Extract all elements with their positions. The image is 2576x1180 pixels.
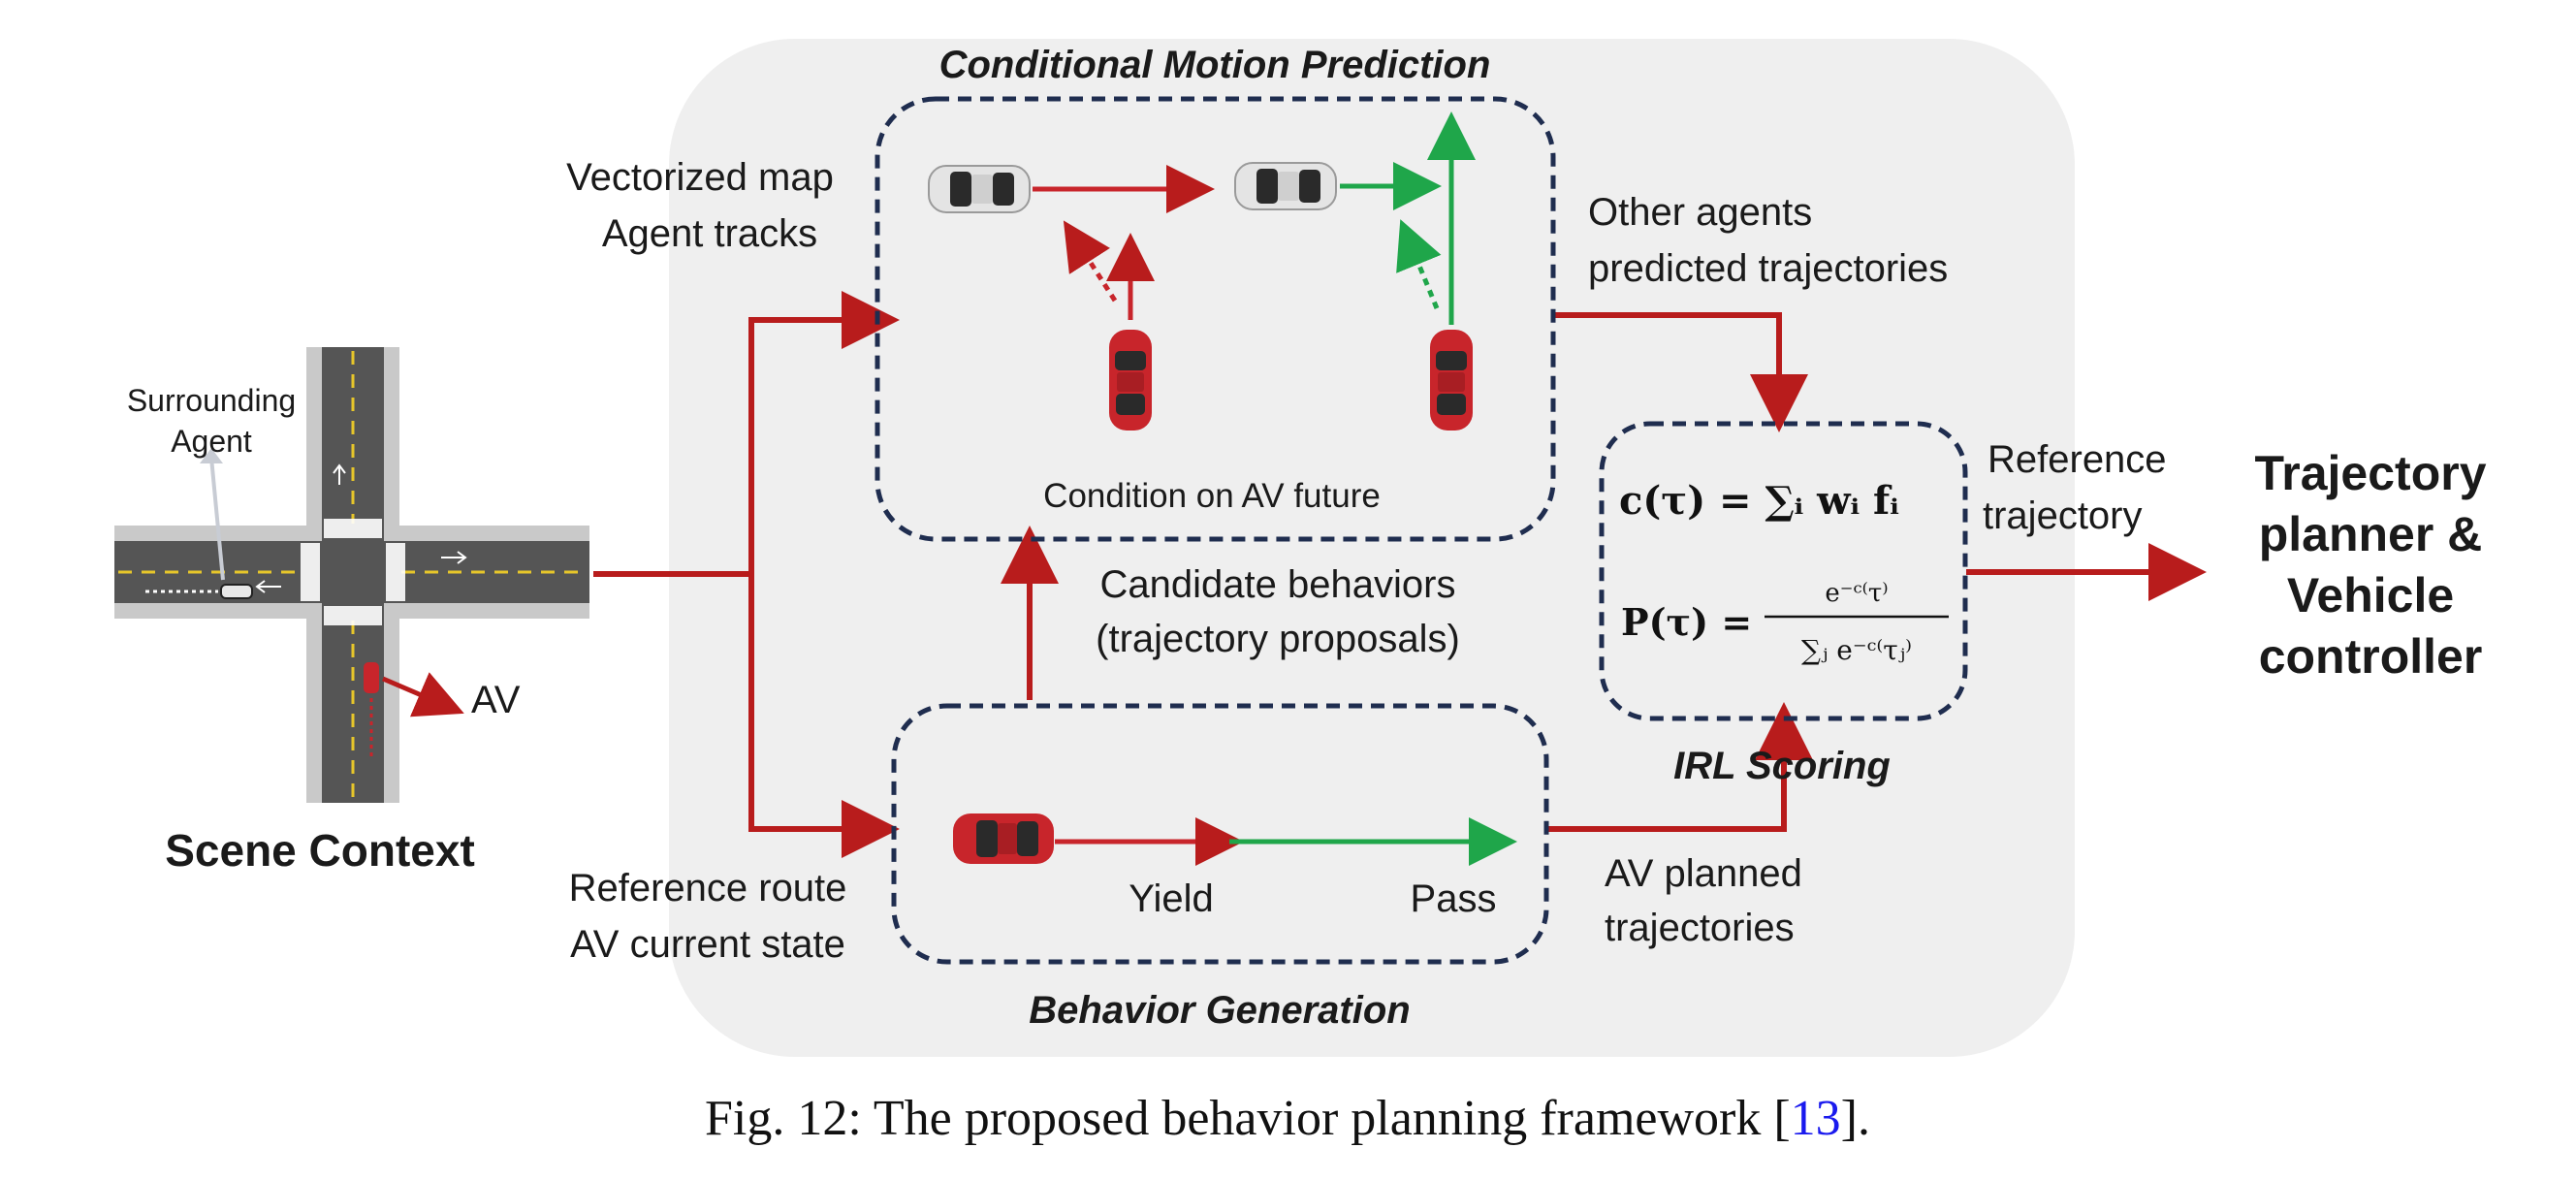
output-label-2: planner & <box>2259 507 2483 561</box>
caption-suffix: ]. <box>1841 1091 1870 1146</box>
pass-label: Pass <box>1411 877 1497 920</box>
prob-equation-denominator: ∑ⱼ e⁻ᶜ⁽τⱼ⁾ <box>1801 634 1912 666</box>
caption-citation-link[interactable]: 13 <box>1791 1091 1841 1146</box>
pass-interaction-arrow <box>1396 219 1442 309</box>
surrounding-agent-pointer <box>209 457 225 581</box>
condition-text: Condition on AV future <box>1043 477 1381 515</box>
av-planned-label-2: trajectories <box>1605 907 1795 949</box>
av-car <box>364 662 379 693</box>
prob-equation-numerator: e⁻ᶜ⁽τ⁾ <box>1825 579 1888 608</box>
other-agents-label-2: predicted trajectories <box>1588 247 1948 290</box>
output-label-1: Trajectory <box>2254 446 2486 500</box>
prob-equation-lhs: P(τ) = <box>1621 600 1752 644</box>
irl-scoring-title: IRL Scoring <box>1673 745 1891 787</box>
yield-interaction-arrow <box>1063 220 1118 303</box>
candidate-behaviors-label-2: (trajectory proposals) <box>1096 618 1460 660</box>
output-label-4: controller <box>2259 629 2483 684</box>
surrounding-agent-car <box>220 584 253 599</box>
behavior-box <box>891 703 1549 965</box>
prediction-title: Conditional Motion Prediction <box>939 44 1491 86</box>
irl-scoring-box <box>1599 421 1968 721</box>
other-agent-car-1 <box>928 165 1031 213</box>
scene-to-modules-connectors <box>593 291 2207 858</box>
av-planned-label-1: AV planned <box>1605 852 1802 895</box>
input-agent-tracks: Agent tracks <box>602 212 817 255</box>
input-av-current-state: AV current state <box>570 923 845 966</box>
input-vectorized-map: Vectorized map <box>566 156 834 199</box>
surrounding-agent-label-1: Surrounding <box>127 383 296 418</box>
caption-prefix: Fig. 12: The proposed behavior planning … <box>705 1091 1791 1146</box>
output-label-3: Vehicle <box>2287 568 2454 622</box>
prediction-box <box>875 96 1556 542</box>
yield-label: Yield <box>1129 877 1213 920</box>
input-reference-route: Reference route <box>569 867 847 909</box>
scene-context-title: Scene Context <box>165 825 475 876</box>
figure-caption: Fig. 12: The proposed behavior planning … <box>705 1091 1870 1146</box>
surrounding-agent-label-2: Agent <box>171 424 252 459</box>
av-car-pass <box>1430 330 1473 431</box>
behavior-title: Behavior Generation <box>1029 989 1410 1032</box>
framework-panel <box>669 39 2075 1057</box>
other-agent-car-2 <box>1234 162 1337 210</box>
candidate-behaviors-label-1: Candidate behaviors <box>1100 563 1456 606</box>
reference-trajectory-label-1: Reference <box>1988 438 2167 481</box>
cost-equation: c(τ) = ∑ᵢ wᵢ fᵢ <box>1619 478 1899 524</box>
other-agents-label-1: Other agents <box>1588 191 1812 234</box>
reference-trajectory-label-2: trajectory <box>1983 494 2143 537</box>
av-car-yield <box>1109 330 1152 431</box>
behavior-av-car <box>953 813 1054 864</box>
av-pointer-arrow <box>382 672 464 718</box>
av-label: AV <box>471 679 521 721</box>
